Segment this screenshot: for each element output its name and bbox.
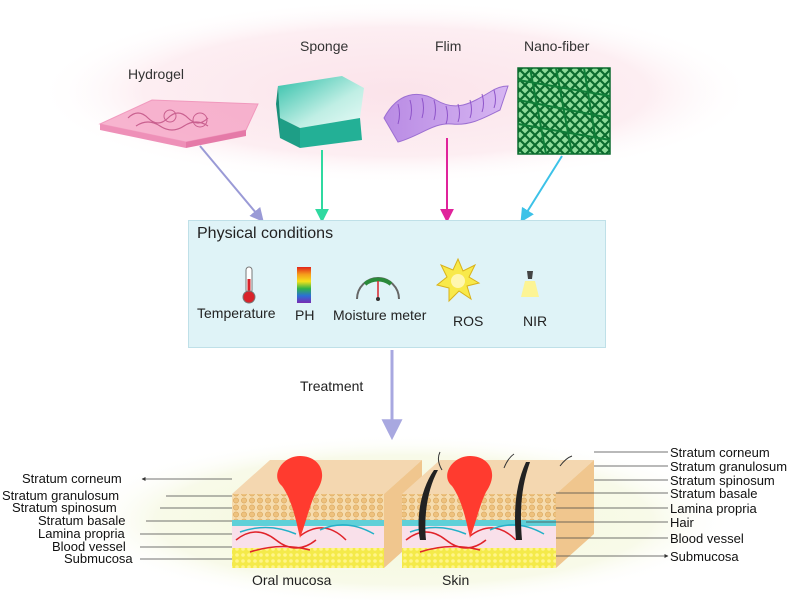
oral-layer-label: Stratum spinosum	[12, 500, 117, 515]
oral-layer-label: Stratum corneum	[22, 471, 122, 486]
thermometer-icon	[242, 266, 256, 304]
panel-title: Physical conditions	[197, 225, 334, 242]
skin-layer-label: Submucosa	[670, 549, 739, 564]
skin-layer-label: Hair	[670, 515, 694, 530]
oral-mucosa-block	[232, 456, 422, 568]
hydrogel-label: Hydrogel	[128, 66, 185, 82]
skin-leader-lines	[526, 451, 669, 558]
condition-moisture-label: Moisture meter	[333, 307, 427, 323]
flashlight-icon	[521, 271, 539, 297]
skin-layer-label: Stratum granulosum	[670, 459, 788, 474]
burst-icon	[435, 257, 481, 303]
skin-block	[402, 451, 594, 568]
condition-nir-label: NIR	[523, 313, 548, 329]
ph-strip-icon	[297, 267, 311, 303]
sponge-illustration	[276, 76, 364, 148]
gauge-icon	[356, 277, 400, 301]
top-glow	[36, 0, 756, 184]
oral-layer-label: Stratum basale	[38, 513, 126, 528]
hydrogel-illustration	[98, 99, 259, 148]
sponge-label: Sponge	[300, 38, 349, 54]
oral-layer-label: Submucosa	[64, 551, 133, 566]
hydrogel-arrow	[199, 145, 264, 223]
oral-layer-label: Stratum granulosum	[2, 488, 120, 503]
skin-layer-label: Lamina propria	[670, 501, 757, 516]
skin-layer-label: Stratum basale	[670, 486, 758, 501]
nanofiber-illustration	[517, 67, 611, 155]
skin-layer-label: Stratum corneum	[670, 445, 770, 460]
skin-caption: Skin	[442, 572, 470, 588]
nanofiber-arrow	[520, 155, 563, 223]
film-illustration	[383, 85, 509, 143]
nanofiber-label: Nano-fiber	[524, 38, 590, 54]
oral-mucosa-caption: Oral mucosa	[252, 572, 332, 588]
skin-layer-label: Blood vessel	[670, 531, 744, 546]
condition-temperature-label: Temperature	[197, 305, 276, 321]
oral-leader-lines	[140, 477, 232, 560]
skin-layer-label: Stratum spinosum	[670, 473, 775, 488]
film-label: Flim	[435, 38, 462, 54]
condition-ros-label: ROS	[453, 313, 484, 329]
oral-layer-label: Lamina propria	[38, 526, 125, 541]
physical-conditions-panel: Physical conditions Temperature PH Moist…	[188, 220, 606, 348]
oral-layer-label: Blood vessel	[52, 539, 126, 554]
treatment-label: Treatment	[300, 378, 364, 394]
condition-ph-label: PH	[295, 307, 315, 323]
